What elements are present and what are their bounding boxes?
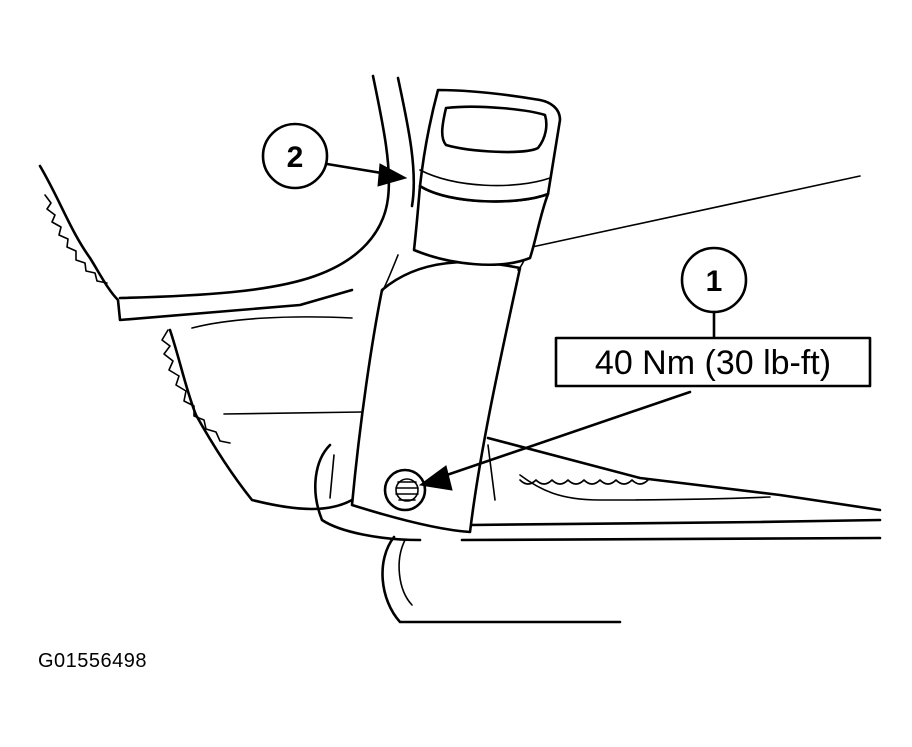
figure-id: G01556498 (38, 650, 148, 672)
callout-2-number: 2 (287, 141, 304, 174)
callout-1-leader (436, 390, 692, 480)
torque-label-box (554, 336, 872, 388)
callout-1-arrowhead (418, 465, 453, 491)
torque-spec-label: 40 Nm (30 lb-ft) (595, 344, 831, 382)
seat-side-panel (168, 328, 354, 511)
seat-inner-curve (191, 316, 353, 329)
seat-track-ridge (519, 474, 771, 501)
callout-2-arrowhead (377, 163, 408, 187)
seat-track-lower (468, 518, 882, 527)
seat-track-scallops (519, 479, 649, 485)
bracket-slot-right (487, 444, 496, 501)
trim-panel-upper (38, 164, 354, 322)
anchor-bolt-washer (383, 468, 427, 512)
anchor-bolt-head (395, 478, 419, 502)
buckle-bracket (314, 443, 422, 542)
callout-1-number: 1 (706, 265, 723, 298)
seat-back-outer-outline (396, 76, 416, 208)
strap-left-fold (381, 254, 399, 293)
buckle-slot (440, 105, 548, 154)
seat-frame-lower (381, 535, 622, 624)
seat-frame-inner (398, 539, 413, 606)
seat-mid-line (223, 411, 363, 415)
anchor-bolt-threads (395, 481, 419, 501)
seat-back-outline (118, 74, 391, 300)
seat-side-wave (161, 329, 231, 444)
bracket-slot-left (329, 454, 335, 499)
trim-panel-wave-edge (44, 194, 108, 284)
seat-track-upper (486, 436, 882, 512)
seat-track-base (460, 536, 882, 542)
seat-back-edge (531, 175, 861, 248)
buckle-band (419, 169, 551, 187)
callout-2-circle (261, 122, 329, 190)
callout-2-leader (325, 162, 390, 176)
buckle-strap (350, 260, 522, 534)
